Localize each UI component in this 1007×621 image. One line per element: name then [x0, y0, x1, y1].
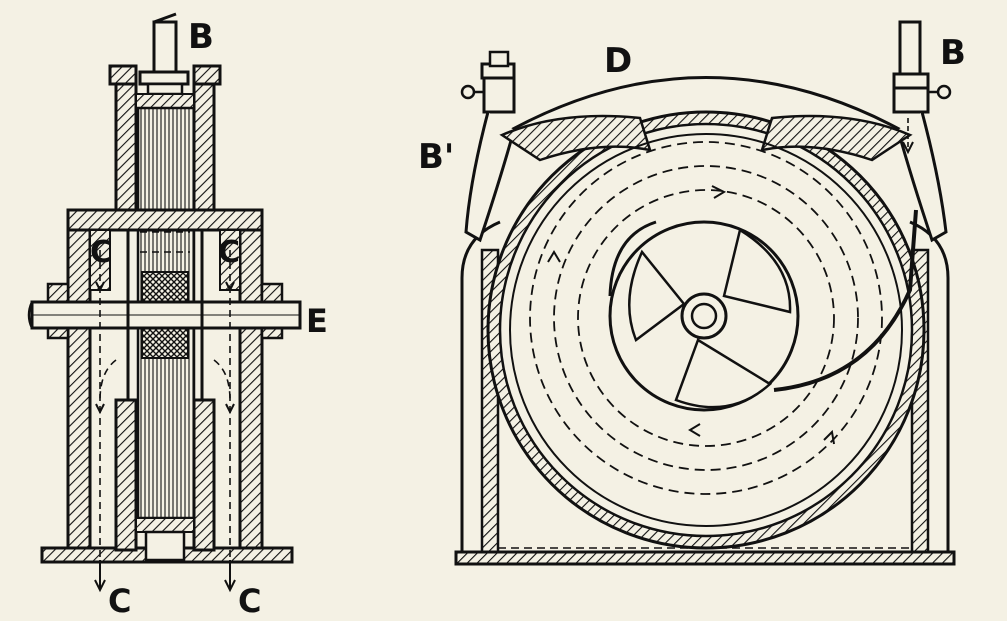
- label-c-right: C: [218, 235, 240, 270]
- nozzle-right: [892, 20, 952, 243]
- outer-casing: [40, 208, 294, 564]
- label-b-left: B: [188, 17, 214, 57]
- label-d: D: [604, 41, 632, 81]
- flow-circles: [529, 141, 883, 495]
- upper-wall-right: [192, 82, 216, 216]
- top-inner-plate: [135, 93, 195, 109]
- top-flange-left: [108, 64, 138, 86]
- label-b-right: B: [940, 33, 966, 73]
- flow-arrows-right: [547, 185, 835, 445]
- label-c-bottom-left: C: [108, 582, 131, 620]
- deflector-blade: [773, 209, 918, 392]
- label-e: E: [306, 302, 328, 340]
- pedestal-frame: [454, 220, 956, 566]
- nozzle-left: [460, 50, 516, 243]
- cover-d: [501, 76, 911, 137]
- packing-upper: [141, 271, 189, 307]
- shaft-e: [27, 300, 302, 330]
- inlet-pipe-left: [138, 12, 190, 96]
- labels: B C C E C C D B' B: [90, 17, 966, 620]
- bottom-opening: [144, 530, 186, 562]
- label-c-left: C: [90, 235, 112, 270]
- rotor-rim: [509, 133, 903, 527]
- rotor-wheel: [608, 220, 800, 412]
- flow-arrows-left: [94, 281, 236, 593]
- bottom-inner-plate: [135, 517, 195, 533]
- end-view: [454, 20, 956, 566]
- label-c-bottom-right: C: [238, 582, 261, 620]
- lower-wall-left: [114, 398, 138, 552]
- sectional-view: [27, 12, 302, 593]
- upper-wall-left: [114, 82, 138, 216]
- label-b-prime: B': [418, 137, 454, 177]
- shoulder-left: [499, 114, 652, 162]
- top-flange-right: [192, 64, 222, 86]
- shoulder-right: [760, 114, 913, 162]
- lower-wall-right: [192, 398, 216, 552]
